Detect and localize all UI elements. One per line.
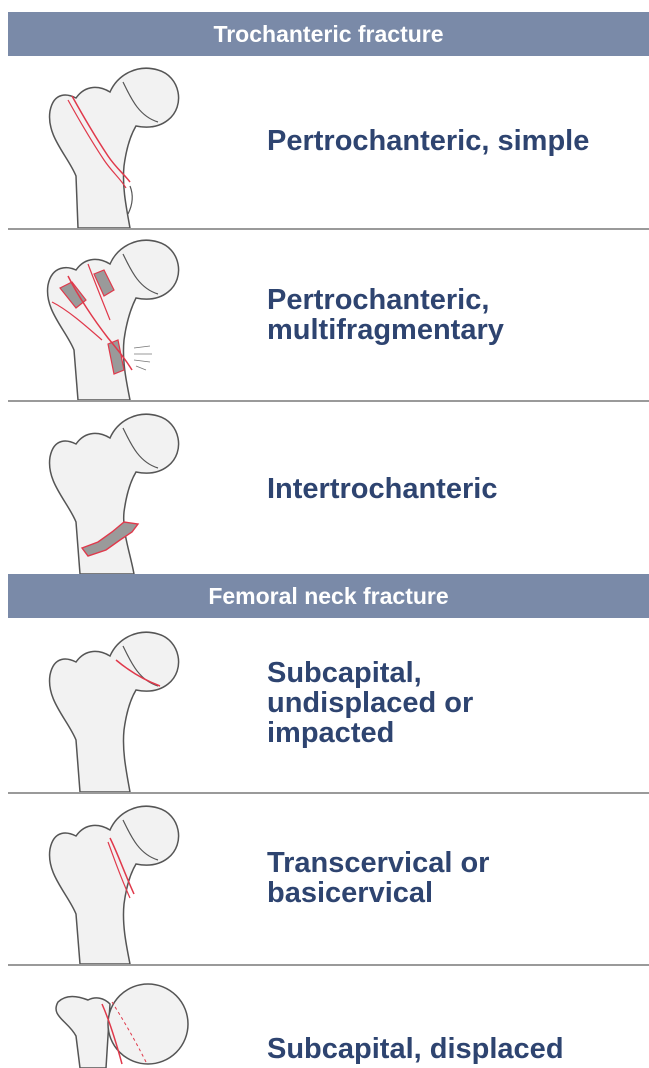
femur-subcapital-displaced-illustration (38, 966, 208, 1068)
fracture-row-transcervical: Transcervical or basicervical (8, 794, 649, 964)
femur-transcervical-illustration (38, 794, 208, 964)
fracture-row-intertrochanteric: Intertrochanteric (8, 402, 649, 574)
fracture-row-subcapital-undisplaced: Subcapital, undisplaced or impacted (8, 620, 649, 792)
section-header-trochanteric: Trochanteric fracture (8, 12, 649, 56)
fracture-label: Pertrochanteric, simple (267, 126, 589, 156)
fracture-row-pertrochanteric-simple: Pertrochanteric, simple (8, 56, 649, 228)
fracture-row-subcapital-displaced: Subcapital, displaced (8, 966, 649, 1068)
section-header-femoral-neck: Femoral neck fracture (8, 574, 649, 618)
fracture-row-pertrochanteric-multifragmentary: Pertrochanteric, multifragmentary (8, 230, 649, 400)
femur-pertrochanteric-simple-illustration (38, 56, 208, 228)
fracture-label: Subcapital, displaced (267, 1034, 564, 1064)
femur-intertrochanteric-illustration (38, 402, 208, 574)
fracture-label: Subcapital, undisplaced or impacted (267, 658, 473, 748)
fracture-label: Transcervical or basicervical (267, 848, 489, 908)
femur-pertrochanteric-multifragmentary-illustration (38, 230, 208, 400)
fracture-label: Intertrochanteric (267, 474, 497, 504)
fracture-label: Pertrochanteric, multifragmentary (267, 285, 504, 345)
femur-subcapital-undisplaced-illustration (38, 620, 208, 792)
